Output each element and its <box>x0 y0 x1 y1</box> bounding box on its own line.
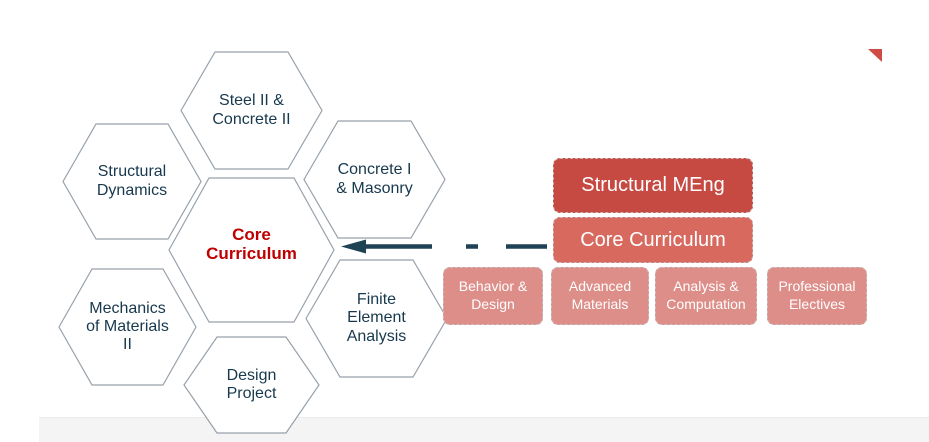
hexagon-design-project: Design Project <box>183 336 320 434</box>
hexagon-outline <box>180 51 323 170</box>
hexagon-label-steel-concrete: Steel II & Concrete II <box>212 92 291 128</box>
structural-meng-box: Structural MEng <box>553 158 753 213</box>
hexagon-outline <box>183 336 320 434</box>
hexagon-outline <box>62 123 202 240</box>
hexagon-concrete-masonry: Concrete I & Masonry <box>303 120 446 239</box>
hexagon-core-curriculum: Core Curriculum <box>168 177 335 323</box>
hexagon-steel-concrete: Steel II & Concrete II <box>180 51 323 170</box>
hexagon-label-design-project: Design Project <box>226 366 277 402</box>
footer-band <box>39 417 929 442</box>
hexagon-label-finite-element: Finite Element Analysis <box>346 291 407 345</box>
track-behavior-design: Behavior & Design <box>443 267 543 325</box>
hexagon-outline <box>58 268 197 386</box>
core-curriculum-box: Core Curriculum <box>553 217 753 263</box>
hexagon-structural-dynamics: Structural Dynamics <box>62 123 202 240</box>
hexagon-outline <box>303 120 446 239</box>
hexagon-outline <box>168 177 335 323</box>
arrowhead-left-icon <box>341 239 366 254</box>
track-advanced-materials: Advanced Materials <box>551 267 649 325</box>
hexagon-mechanics-materials: Mechanics of Materials II <box>58 268 197 386</box>
hexagon-label-structural-dynamics: Structural Dynamics <box>96 163 168 199</box>
track-analysis-computation: Analysis & Computation <box>655 267 757 325</box>
hexagon-finite-element: Finite Element Analysis <box>305 259 448 378</box>
hexagon-label-core-curriculum: Core Curriculum <box>206 224 297 263</box>
hexagon-label-mechanics-materials: Mechanics of Materials II <box>86 299 169 354</box>
hexagon-label-concrete-masonry: Concrete I & Masonry <box>336 161 413 197</box>
track-professional-electives: Professional Electives <box>767 267 867 325</box>
red-corner-triangle-icon <box>868 49 882 62</box>
